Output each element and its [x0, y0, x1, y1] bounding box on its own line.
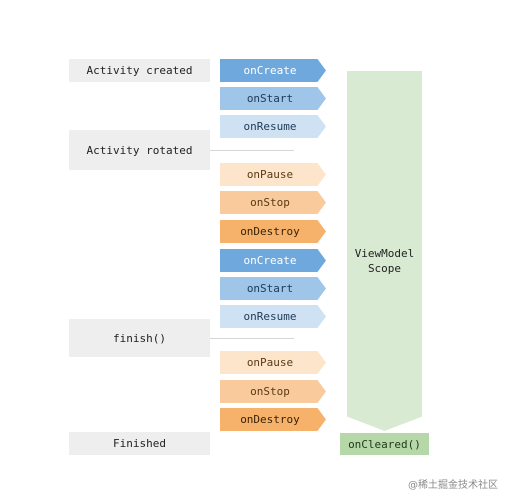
watermark: @稀土掘金技术社区 [408, 480, 498, 491]
callback-ondestroy-2: onDestroy [220, 408, 326, 431]
scope-label-line1: ViewModel [354, 247, 415, 260]
callback-onstart-2: onStart [220, 277, 326, 300]
state-finish: finish() [69, 319, 210, 357]
viewmodel-scope-bar [347, 71, 422, 431]
callback-onpause-1: onPause [220, 163, 326, 186]
state-activity-rotated: Activity rotated [69, 130, 210, 170]
callback-ondestroy-1: onDestroy [220, 220, 326, 243]
viewmodel-scope-label: ViewModel Scope [347, 246, 422, 276]
scope-label-line2: Scope [367, 262, 402, 275]
callback-onstart-1: onStart [220, 87, 326, 110]
state-activity-created: Activity created [69, 59, 210, 82]
callback-oncreate-1: onCreate [220, 59, 326, 82]
on-cleared-box: onCleared() [340, 433, 429, 455]
callback-onresume-1: onResume [220, 115, 326, 138]
finish-connector-line [210, 338, 294, 339]
state-finished: Finished [69, 432, 210, 455]
rotated-connector-line [210, 150, 294, 151]
callback-onresume-2: onResume [220, 305, 326, 328]
callback-onstop-1: onStop [220, 191, 326, 214]
callback-onstop-2: onStop [220, 380, 326, 403]
callback-oncreate-2: onCreate [220, 249, 326, 272]
callback-onpause-2: onPause [220, 351, 326, 374]
